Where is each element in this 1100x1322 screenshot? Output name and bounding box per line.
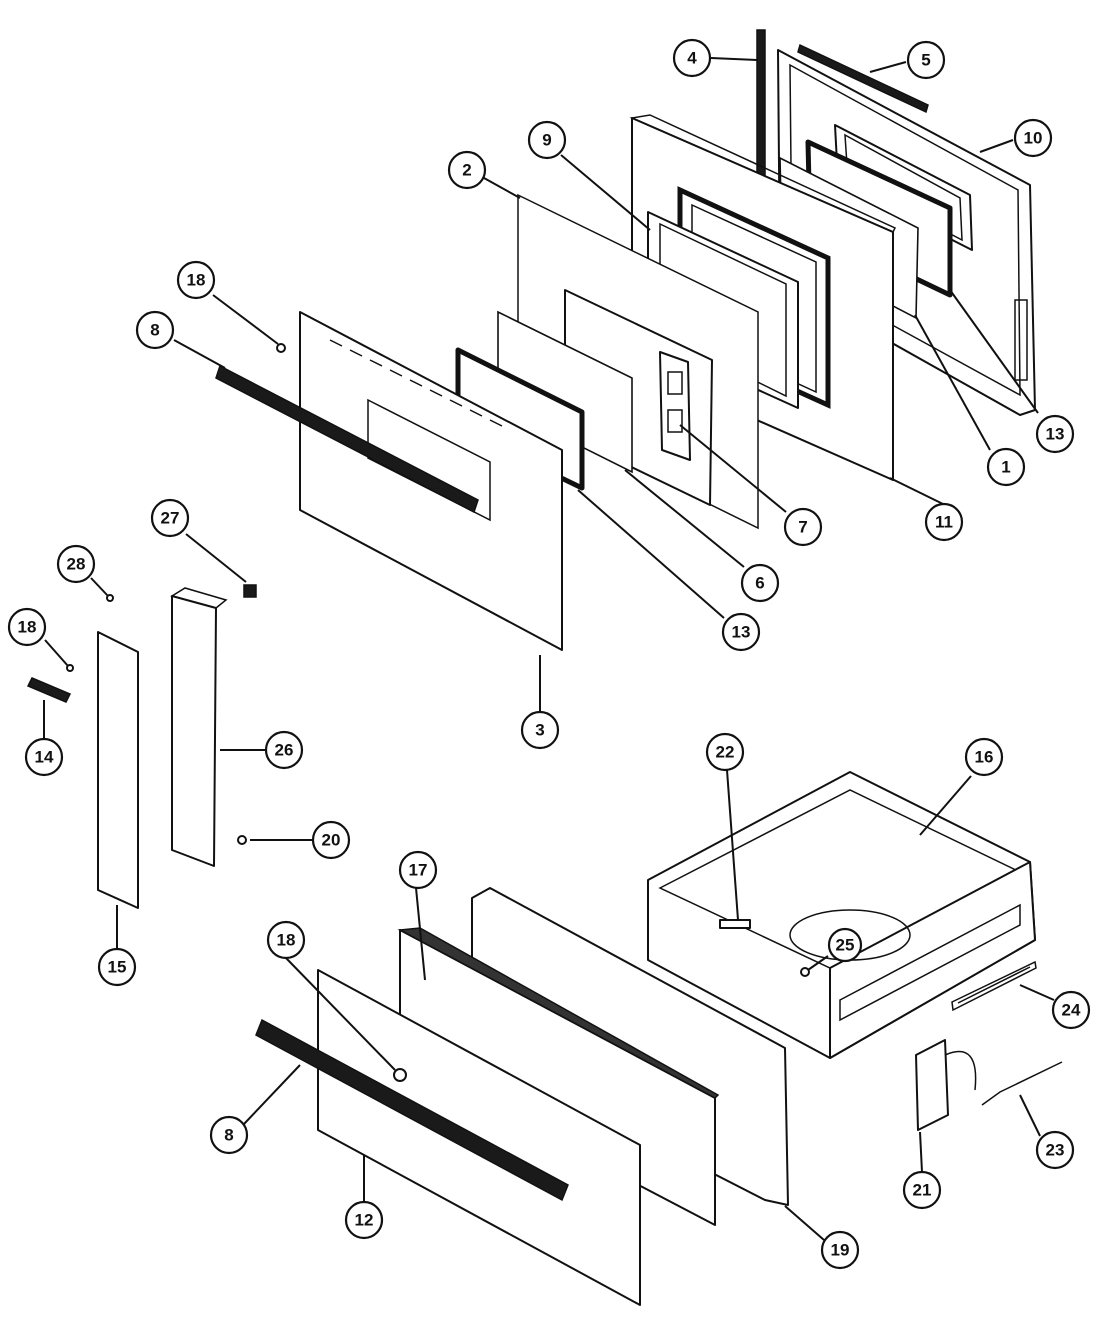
part-25-screw — [800, 967, 810, 977]
svg-text:13: 13 — [732, 623, 751, 642]
part-5-top-strip — [797, 43, 929, 114]
svg-text:7: 7 — [798, 518, 807, 537]
part-16-drawer-body — [647, 771, 1036, 1059]
svg-text:12: 12 — [355, 1211, 374, 1230]
callout-24: 24 — [1051, 990, 1091, 1030]
svg-text:8: 8 — [224, 1126, 233, 1145]
svg-text:13: 13 — [1046, 425, 1065, 444]
svg-text:15: 15 — [108, 958, 127, 977]
svg-text:22: 22 — [716, 743, 735, 762]
callout-13-upper: 13 — [1035, 414, 1075, 454]
part-18-screw-left — [66, 664, 74, 672]
part-15-side-panel — [97, 631, 139, 909]
callout-2: 2 — [447, 150, 487, 190]
callout-9: 9 — [527, 120, 567, 160]
callout-1: 1 — [986, 447, 1026, 487]
svg-text:18: 18 — [187, 271, 206, 290]
leader-lines — [43, 57, 1055, 1241]
part-21-bracket — [915, 1039, 977, 1131]
part-28-screw — [106, 594, 114, 602]
part-22-clip — [719, 919, 751, 929]
callout-12: 12 — [344, 1200, 384, 1240]
svg-text:26: 26 — [275, 741, 294, 760]
part-18-screw-drawer — [393, 1068, 407, 1082]
callout-10: 10 — [1013, 118, 1053, 158]
callout-23: 23 — [1035, 1130, 1075, 1170]
callout-15: 15 — [97, 947, 137, 987]
svg-text:23: 23 — [1046, 1141, 1065, 1160]
part-23-wire — [981, 1061, 1063, 1106]
svg-text:25: 25 — [836, 936, 855, 955]
callout-13-lower: 13 — [721, 612, 761, 652]
part-24-glide-rail — [951, 960, 1037, 1012]
callout-22: 22 — [705, 732, 745, 772]
svg-text:21: 21 — [913, 1181, 932, 1200]
part-18-screw-upper — [276, 343, 286, 353]
svg-text:8: 8 — [150, 321, 159, 340]
callout-14: 14 — [24, 737, 64, 777]
part-14-pad — [26, 677, 72, 703]
callout-20: 20 — [311, 820, 351, 860]
callout-18-left: 18 — [7, 607, 47, 647]
callout-26: 26 — [264, 730, 304, 770]
callout-8-lower: 8 — [209, 1115, 249, 1155]
svg-text:17: 17 — [409, 861, 428, 880]
callout-7: 7 — [783, 507, 823, 547]
svg-text:18: 18 — [18, 618, 37, 637]
callout-8-upper: 8 — [135, 310, 175, 350]
svg-text:18: 18 — [277, 931, 296, 950]
svg-text:19: 19 — [831, 1241, 850, 1260]
part-20-screw — [237, 835, 247, 845]
callout-19: 19 — [820, 1230, 860, 1270]
svg-text:20: 20 — [322, 831, 341, 850]
callout-18-upper: 18 — [176, 260, 216, 300]
svg-text:16: 16 — [975, 748, 994, 767]
svg-text:9: 9 — [542, 131, 551, 150]
callout-18-drawer: 18 — [266, 920, 306, 960]
svg-text:24: 24 — [1062, 1001, 1081, 1020]
svg-text:10: 10 — [1024, 129, 1043, 148]
callout-11: 11 — [924, 502, 964, 542]
callout-16: 16 — [964, 737, 1004, 777]
svg-text:6: 6 — [755, 574, 764, 593]
callout-4: 4 — [672, 38, 712, 78]
svg-text:27: 27 — [161, 509, 180, 528]
svg-text:4: 4 — [687, 49, 697, 68]
svg-text:3: 3 — [535, 721, 544, 740]
callout-17: 17 — [398, 850, 438, 890]
part-27-clip — [243, 584, 257, 598]
part-8-handle-lower — [255, 1018, 569, 1202]
callout-5: 5 — [906, 40, 946, 80]
callout-21: 21 — [902, 1170, 942, 1210]
callout-27: 27 — [150, 498, 190, 538]
svg-text:2: 2 — [462, 161, 471, 180]
callout-6: 6 — [740, 563, 780, 603]
svg-text:11: 11 — [935, 513, 953, 532]
svg-text:28: 28 — [67, 555, 86, 574]
part-8-handle-upper — [215, 364, 479, 514]
svg-text:1: 1 — [1001, 458, 1010, 477]
callout-3: 3 — [520, 710, 560, 750]
svg-text:5: 5 — [921, 51, 930, 70]
svg-text:14: 14 — [35, 748, 54, 767]
callout-28: 28 — [56, 544, 96, 584]
part-26-side-trim — [170, 587, 228, 867]
callout-25: 25 — [827, 927, 863, 963]
